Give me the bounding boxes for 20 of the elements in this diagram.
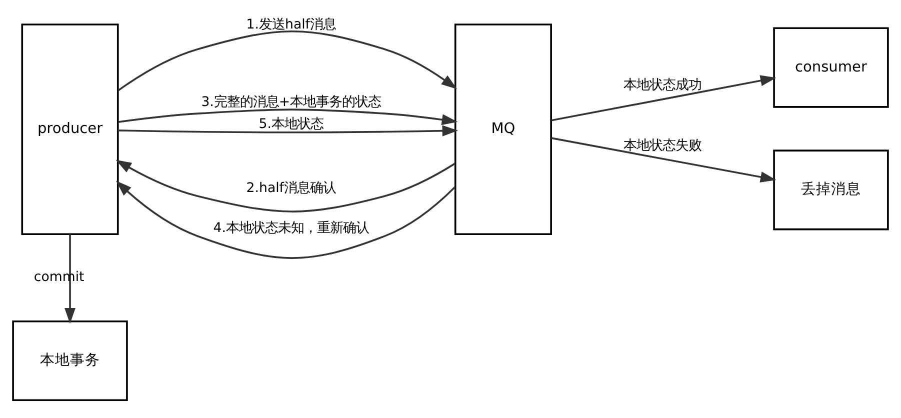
arrow [551, 137, 776, 182]
edge-label: 本地状态失败 [624, 138, 702, 154]
arrow [118, 108, 458, 126]
arrow [64, 234, 76, 324]
edge-label: 3.完整的消息+本地事务的状态 [201, 95, 382, 110]
arrow [116, 180, 456, 259]
edge-label: 1.发送half消息 [246, 18, 336, 33]
arrow [551, 75, 776, 122]
edge-label: 本地状态成功 [624, 78, 702, 94]
arrow [118, 125, 458, 136]
node-box: MQ [454, 24, 552, 236]
node-box: consumer [773, 27, 889, 108]
edge-label: 5.本地状态 [258, 116, 324, 132]
edge-label: 4.本地状态未知，重新确认 [213, 221, 370, 236]
node-box: producer [21, 24, 119, 236]
arrow [118, 30, 458, 92]
node-box: 本地事务 [12, 320, 128, 402]
arrow [116, 160, 456, 212]
edge-label: 2.half消息确认 [246, 181, 336, 196]
node-box: 丢掉消息 [773, 150, 889, 230]
